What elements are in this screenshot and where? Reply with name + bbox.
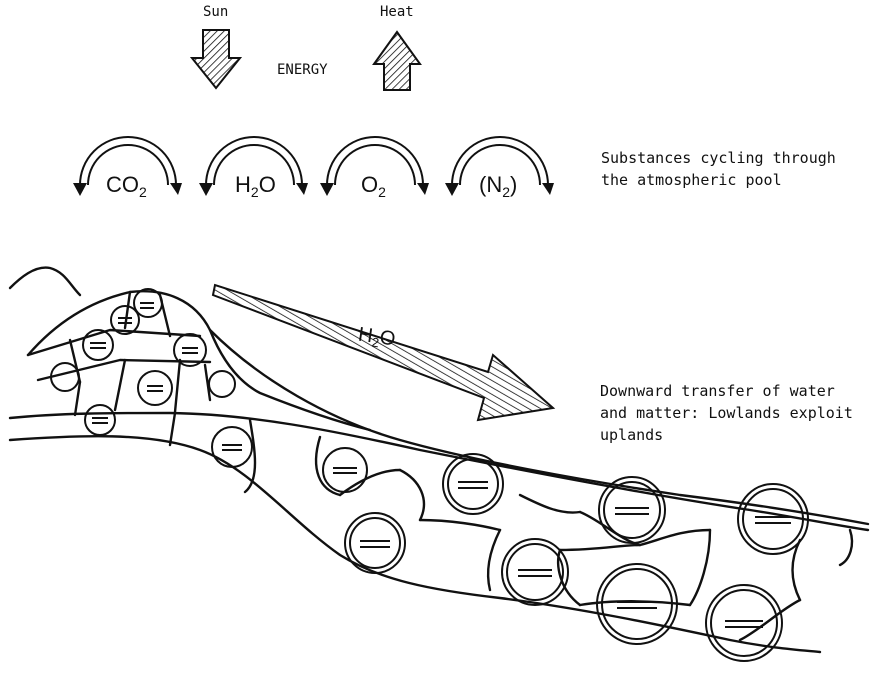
cycle-label-co2: CO2 <box>106 172 147 200</box>
sun-label: Sun <box>203 4 228 20</box>
sun-arrow-down-icon <box>192 30 240 88</box>
water-transfer-arrow-icon <box>213 285 553 420</box>
heat-label: Heat <box>380 4 414 20</box>
cycle-label-n2: (N2) <box>479 172 517 200</box>
nutrient-cycle-icon <box>209 371 235 397</box>
heat-arrow-up-icon <box>374 32 420 90</box>
cycle-label-h2o: H2O <box>235 172 276 200</box>
nutrient-cycle-icon <box>323 448 367 492</box>
nutrient-cycle-icon <box>597 564 677 644</box>
nutrient-cycle-icon <box>134 289 162 317</box>
nutrient-cycle-icon <box>443 454 503 514</box>
nutrient-cycle-icon <box>85 405 115 435</box>
transfer-caption-line3: uplands <box>600 424 663 446</box>
transfer-caption-line2: and matter: Lowlands exploit <box>600 402 853 424</box>
nutrient-cycle-icon <box>138 371 172 405</box>
cycle-label-o2: O2 <box>361 172 386 200</box>
nutrient-cycle-icon <box>345 513 405 573</box>
energy-label: ENERGY <box>277 62 328 78</box>
nutrient-cycle-icon <box>706 585 782 661</box>
atmospheric-caption-line1: Substances cycling through <box>601 147 836 169</box>
transfer-caption-line1: Downward transfer of water <box>600 380 835 402</box>
nutrient-cycles <box>51 289 808 661</box>
water-arrow-label: H2O <box>357 324 397 353</box>
nutrient-cycle-icon <box>212 427 252 467</box>
atmospheric-caption-line2: the atmospheric pool <box>601 169 782 191</box>
